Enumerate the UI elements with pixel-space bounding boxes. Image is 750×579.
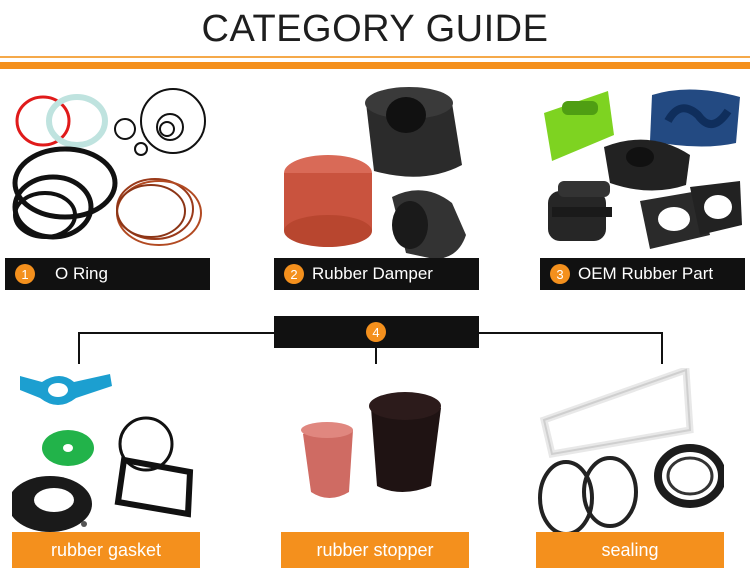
category-number-badge: 2 [284, 264, 304, 284]
rubber-gasket-image [12, 374, 194, 532]
connector-line-left [78, 332, 275, 334]
subcategory-hub[interactable]: 4 [274, 316, 479, 348]
o-ring-image [12, 88, 206, 246]
category-label-oem-rubber-part: 3 OEM Rubber Part [540, 258, 745, 290]
category-card-rubber-damper[interactable]: 2 Rubber Damper [274, 85, 479, 290]
connector-drop-center [375, 348, 377, 364]
category-number-badge: 4 [366, 322, 386, 342]
sealing-image [538, 368, 724, 536]
category-number-badge: 3 [550, 264, 570, 284]
title-divider-thick [0, 62, 750, 69]
page-title: CATEGORY GUIDE [201, 8, 549, 50]
subcategory-card-rubber-gasket[interactable]: rubber gasket [12, 368, 200, 568]
category-label-o-ring: 1 O Ring [5, 258, 210, 290]
connector-drop-left [78, 332, 80, 364]
connector-line-right [479, 332, 663, 334]
connector-drop-right [661, 332, 663, 364]
subcategory-card-sealing[interactable]: sealing [536, 368, 724, 568]
rubber-damper-image [284, 87, 466, 259]
subcategory-label-sealing: sealing [536, 532, 724, 568]
subcategory-card-rubber-stopper[interactable]: rubber stopper [281, 368, 469, 568]
category-card-o-ring[interactable]: 1 O Ring [5, 85, 210, 290]
title-divider-thin [0, 56, 750, 58]
category-card-oem-rubber-part[interactable]: 3 OEM Rubber Part [540, 85, 745, 290]
rubber-stopper-image [301, 392, 441, 498]
subcategory-label-rubber-stopper: rubber stopper [281, 532, 469, 568]
oem-rubber-part-image [544, 89, 742, 249]
category-label-rubber-damper: 2 Rubber Damper [274, 258, 479, 290]
subcategory-label-rubber-gasket: rubber gasket [12, 532, 200, 568]
category-number-badge: 1 [15, 264, 35, 284]
